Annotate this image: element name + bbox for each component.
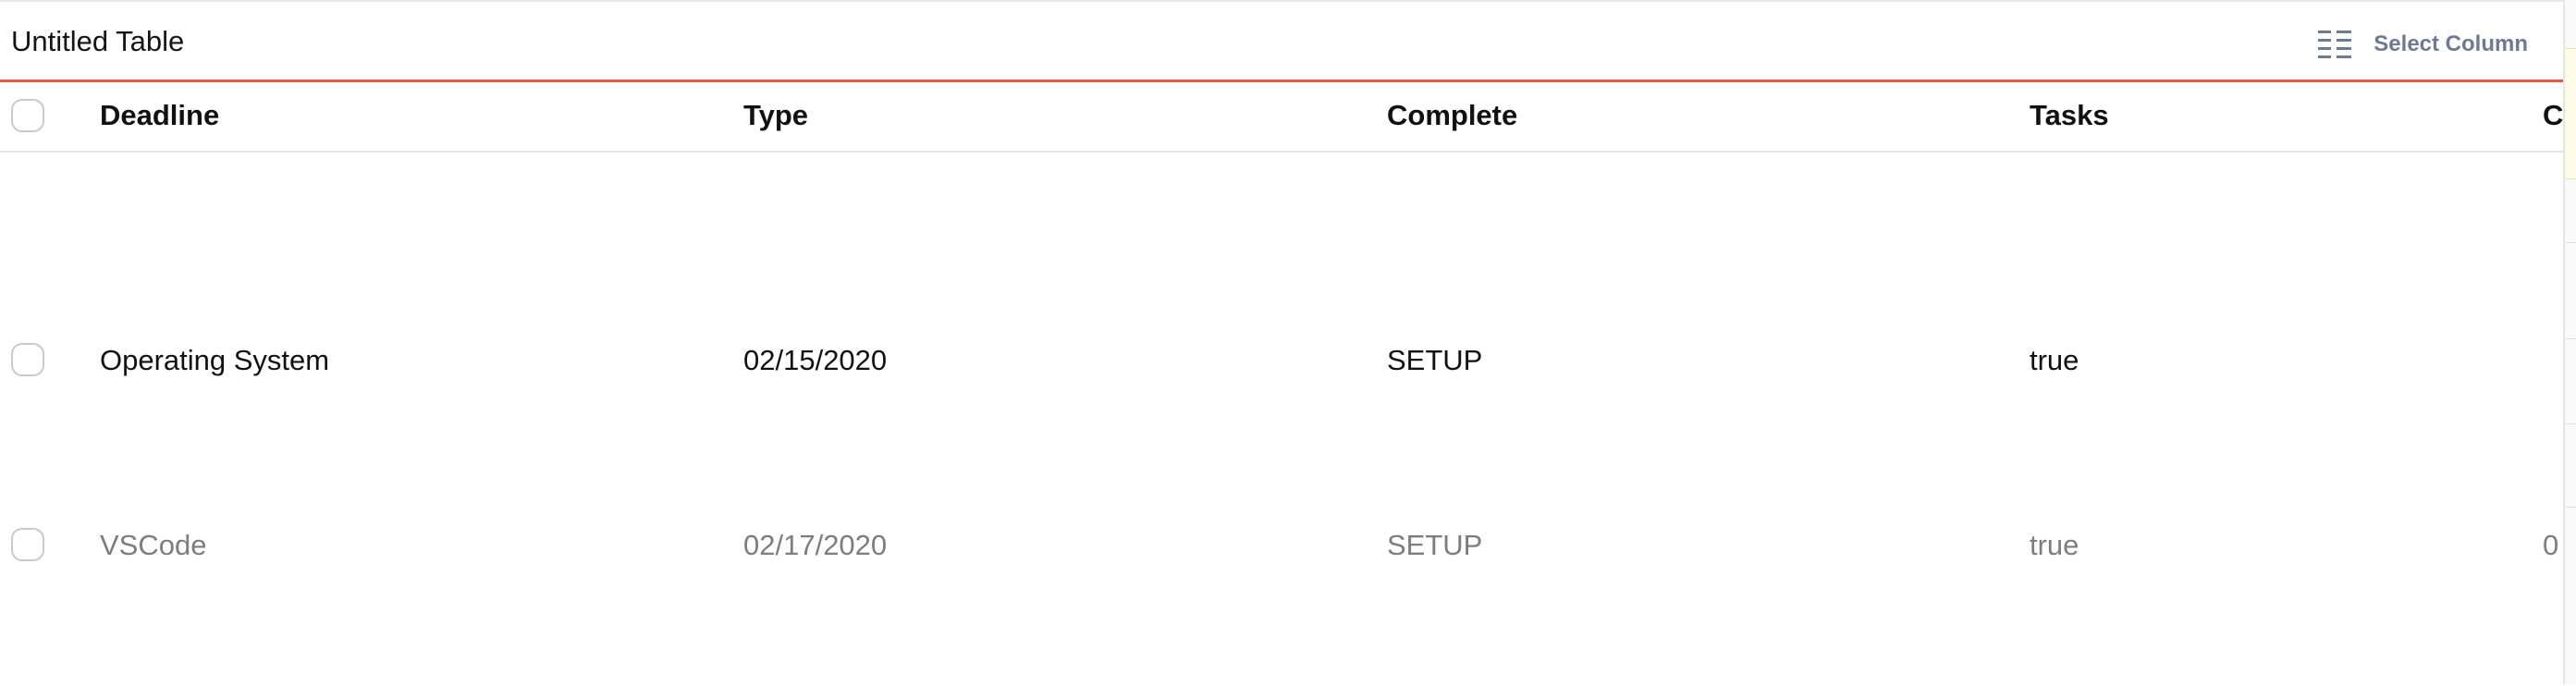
table-cell-type: 02/15/2020 — [743, 344, 888, 376]
table-cell-complete: SETUP — [1387, 529, 1483, 561]
column-header-tasks[interactable]: Tasks — [2030, 99, 2109, 131]
columns-list-icon — [2316, 29, 2353, 60]
table-cell-complete: SETUP — [1387, 344, 1483, 376]
column-header-complete[interactable]: Complete — [1387, 99, 1518, 131]
right-gutter-divider — [2565, 242, 2576, 243]
right-gutter-highlight — [2565, 48, 2576, 179]
table-title: Untitled Table — [11, 25, 185, 57]
table-cell-tasks: true — [2030, 529, 2079, 561]
column-header-partial[interactable]: C — [2543, 99, 2563, 131]
column-header-type[interactable]: Type — [743, 99, 809, 131]
right-gutter-divider — [2565, 507, 2576, 508]
table-toolbar: Untitled Table Select Column — [0, 9, 2563, 82]
table-cell-type: 02/17/2020 — [743, 529, 888, 561]
right-gutter-divider — [2565, 338, 2576, 339]
table-row[interactable]: VSCode 02/17/2020 SETUP true 0 — [0, 505, 2563, 584]
table-cell-deadline: VSCode — [100, 529, 207, 561]
select-column-label: Select Column — [2374, 31, 2528, 56]
row-checkbox[interactable] — [11, 343, 44, 376]
table-cell-tasks: true — [2030, 344, 2079, 376]
table-header-row: Deadline Type Complete Tasks C — [0, 80, 2563, 153]
table-row[interactable]: Operating System 02/15/2020 SETUP true — [0, 320, 2563, 399]
select-column-button[interactable]: Select Column — [2316, 28, 2528, 61]
table-cell-deadline: Operating System — [100, 344, 330, 376]
select-all-checkbox[interactable] — [11, 99, 44, 132]
right-gutter-divider — [2565, 423, 2576, 424]
table-cell-partial: 0 — [2543, 529, 2559, 561]
column-header-deadline[interactable]: Deadline — [100, 99, 220, 131]
row-checkbox[interactable] — [11, 528, 44, 561]
